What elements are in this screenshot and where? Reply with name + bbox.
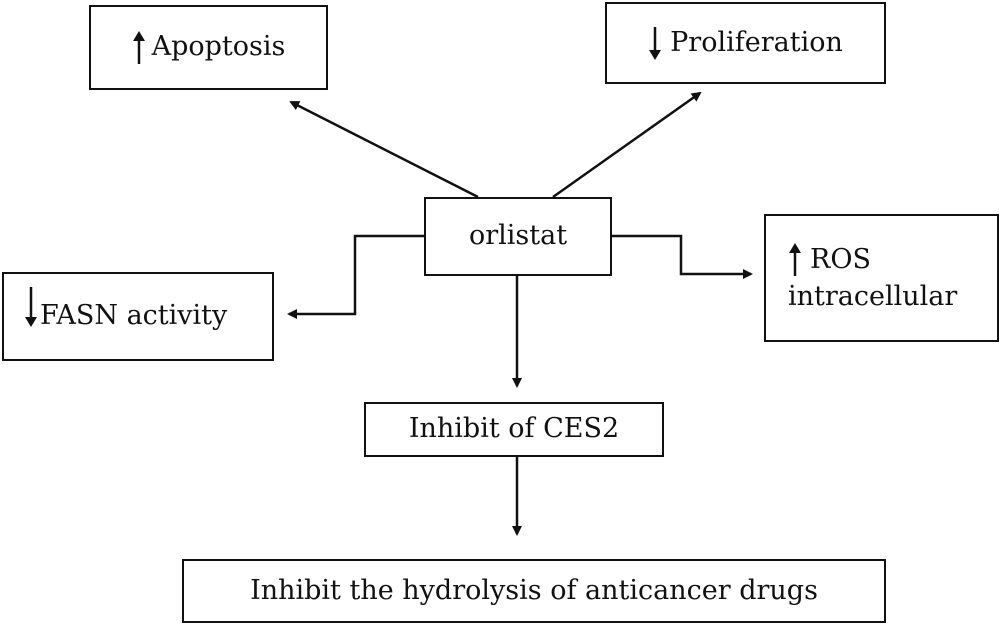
connector-to-proliferation	[552, 91, 702, 199]
orlistat-label: orlistat	[468, 220, 568, 252]
ces2-box: Inhibit of CES2	[364, 402, 664, 457]
down-arrow-icon	[648, 26, 662, 60]
apoptosis-label: Apoptosis	[151, 31, 286, 63]
connector-to-apoptosis	[289, 100, 479, 199]
apoptosis-box: Apoptosis	[89, 5, 328, 90]
connector-to-ros	[612, 234, 753, 279]
intracellular-label: intracellular	[788, 280, 958, 312]
up-arrow-icon	[788, 242, 802, 277]
connector-to-fasn	[287, 234, 424, 319]
fasn-box: FASN activity	[2, 272, 274, 361]
hydrolysis-label: Inhibit the hydrolysis of anticancer dru…	[250, 574, 818, 606]
hydrolysis-box: Inhibit the hydrolysis of anticancer dru…	[182, 559, 886, 623]
ros-box: ROS intracellular	[764, 214, 999, 342]
ros-first-line: ROS	[788, 242, 871, 277]
fasn-label: FASN activity	[40, 300, 228, 332]
ros-label: ROS	[810, 243, 871, 275]
proliferation-box: Proliferation	[605, 2, 886, 84]
ros-text-group: ROS intracellular	[788, 242, 958, 313]
ces2-label: Inhibit of CES2	[408, 413, 620, 445]
orlistat-box: orlistat	[424, 197, 612, 276]
down-arrow-icon	[24, 286, 38, 328]
up-arrow-icon	[132, 30, 146, 65]
proliferation-label: Proliferation	[670, 26, 843, 58]
